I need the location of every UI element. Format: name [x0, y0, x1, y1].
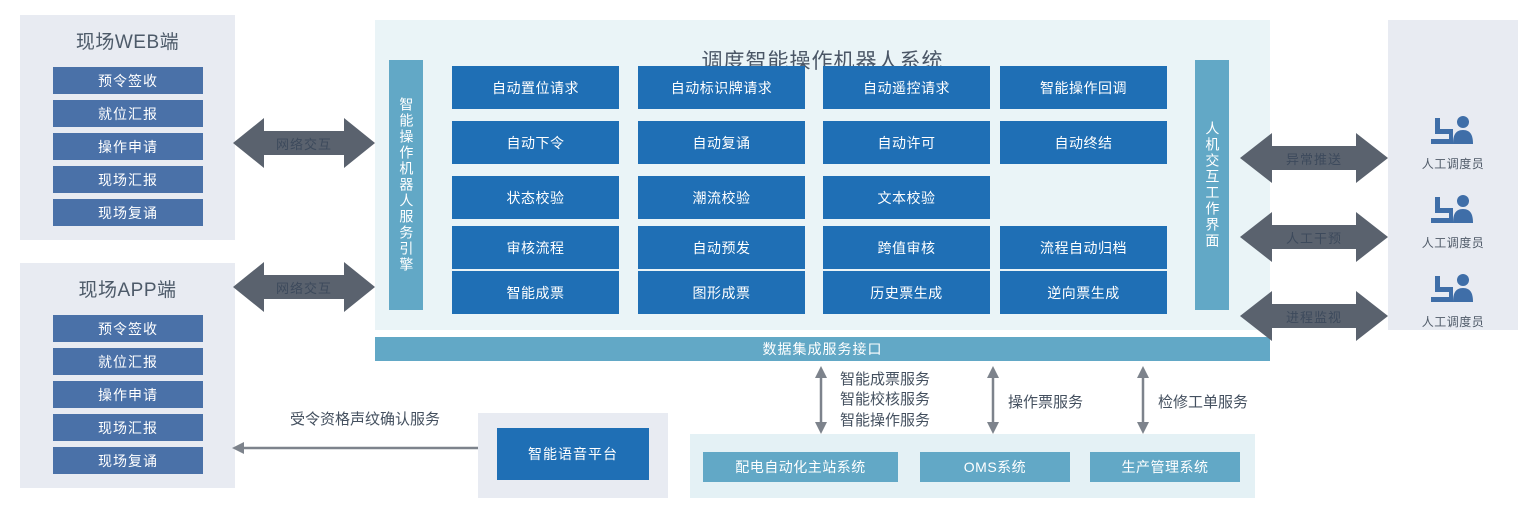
- voice-service-label: 受令资格声纹确认服务: [289, 411, 440, 428]
- operator-1: 人工调度员: [1388, 193, 1518, 251]
- network-arrow-app: 网络交互: [233, 258, 375, 316]
- system-box-1[interactable]: OMS系统: [920, 452, 1070, 482]
- grid-cell-4-1[interactable]: 图形成票: [638, 271, 805, 314]
- grid-cell-3-1[interactable]: 自动预发: [638, 226, 805, 269]
- grid-cell-0-3[interactable]: 智能操作回调: [1000, 66, 1167, 109]
- grid-cell-3-3[interactable]: 流程自动归档: [1000, 226, 1167, 269]
- system-box-0[interactable]: 配电自动化主站系统: [703, 452, 898, 482]
- operator-0-label: 人工调度员: [1421, 157, 1485, 171]
- intelligent-services-arrow: [813, 366, 829, 434]
- grid-cell-0-0[interactable]: 自动置位请求: [452, 66, 619, 109]
- system-box-2[interactable]: 生产管理系统: [1090, 452, 1240, 482]
- grid-cell-1-0[interactable]: 自动下令: [452, 121, 619, 164]
- hmi-vertical-bar: 人机交互工作界面: [1195, 60, 1229, 310]
- grid-cell-4-3[interactable]: 逆向票生成: [1000, 271, 1167, 314]
- grid-cell-4-2[interactable]: 历史票生成: [823, 271, 990, 314]
- grid-cell-2-2[interactable]: 文本校验: [823, 176, 990, 219]
- voice-service-arrow: [232, 440, 492, 456]
- app-item-4[interactable]: 现场复诵: [53, 447, 203, 474]
- operator-2: 人工调度员: [1388, 272, 1518, 330]
- app-item-2[interactable]: 操作申请: [53, 381, 203, 408]
- app-item-1[interactable]: 就位汇报: [53, 348, 203, 375]
- grid-cell-2-1[interactable]: 潮流校验: [638, 176, 805, 219]
- grid-cell-0-1[interactable]: 自动标识牌请求: [638, 66, 805, 109]
- web-client-title: 现场WEB端: [75, 32, 180, 53]
- grid-cell-3-2[interactable]: 跨值审核: [823, 226, 990, 269]
- maintenance-order-label: 检修工单服务: [1158, 394, 1249, 411]
- voice-platform-box[interactable]: 智能语音平台: [497, 428, 649, 480]
- grid-cell-1-2[interactable]: 自动许可: [823, 121, 990, 164]
- web-item-1[interactable]: 就位汇报: [53, 100, 203, 127]
- operator-at-desk-icon: [1429, 272, 1477, 311]
- web-item-4[interactable]: 现场复诵: [53, 199, 203, 226]
- operation-ticket-arrow: [985, 366, 1001, 434]
- operator-1-label: 人工调度员: [1421, 236, 1485, 250]
- data-integration-bar: 数据集成服务接口: [375, 337, 1270, 361]
- operators-panel: 人工调度员 人工调度员 人工调度员: [1388, 20, 1518, 330]
- process-monitor-arrow: 进程监视: [1240, 287, 1388, 345]
- operator-2-label: 人工调度员: [1421, 315, 1485, 329]
- web-item-0[interactable]: 预令签收: [53, 67, 203, 94]
- app-item-3[interactable]: 现场汇报: [53, 414, 203, 441]
- grid-cell-4-0[interactable]: 智能成票: [452, 271, 619, 314]
- web-item-3[interactable]: 现场汇报: [53, 166, 203, 193]
- maintenance-order-arrow: [1135, 366, 1151, 434]
- engine-vertical-bar: 智能操作机器人服务引擎: [389, 60, 423, 310]
- operator-0: 人工调度员: [1388, 114, 1518, 172]
- app-item-0[interactable]: 预令签收: [53, 315, 203, 342]
- app-client-panel: 现场APP端 预令签收 就位汇报 操作申请 现场汇报 现场复诵: [20, 263, 235, 488]
- exception-push-arrow: 异常推送: [1240, 129, 1388, 187]
- web-item-2[interactable]: 操作申请: [53, 133, 203, 160]
- app-client-title: 现场APP端: [78, 280, 177, 301]
- grid-cell-3-0[interactable]: 审核流程: [452, 226, 619, 269]
- grid-cell-0-2[interactable]: 自动遥控请求: [823, 66, 990, 109]
- grid-cell-1-3[interactable]: 自动终结: [1000, 121, 1167, 164]
- operation-ticket-label: 操作票服务: [1008, 394, 1084, 411]
- grid-cell-2-0[interactable]: 状态校验: [452, 176, 619, 219]
- grid-cell-1-1[interactable]: 自动复诵: [638, 121, 805, 164]
- network-arrow-web: 网络交互: [233, 114, 375, 172]
- manual-intervene-arrow: 人工干预: [1240, 208, 1388, 266]
- operator-at-desk-icon: [1429, 193, 1477, 232]
- web-client-panel: 现场WEB端 预令签收 就位汇报 操作申请 现场汇报 现场复诵: [20, 15, 235, 240]
- operator-at-desk-icon: [1429, 114, 1477, 153]
- intelligent-services-label: 智能成票服务 智能校核服务 智能操作服务: [840, 371, 931, 429]
